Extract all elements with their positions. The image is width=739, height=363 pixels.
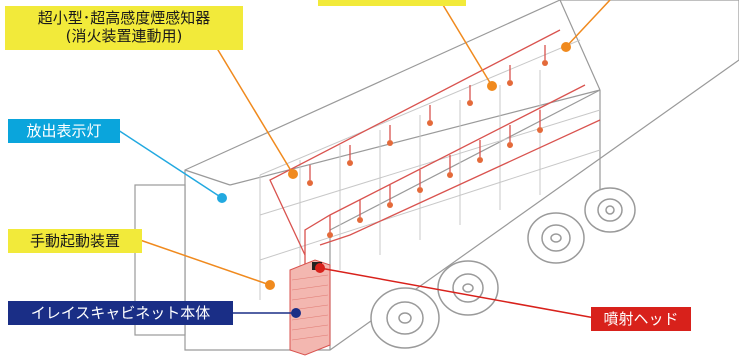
orange-circle-icon <box>487 81 497 91</box>
indicator-leader <box>117 129 223 199</box>
orange-circle-icon <box>561 42 571 52</box>
cyan-circle-icon <box>217 193 227 203</box>
smoke-detector-label: 超小型･超高感度煙感知器 (消火装置連動用) <box>5 6 243 50</box>
smoke-detector-label-line1: 超小型･超高感度煙感知器 <box>37 9 211 27</box>
manual-start-label: 手動起動装置 <box>8 229 142 253</box>
cabinet-unit <box>289 259 331 356</box>
discharge-indicator-label: 放出表示灯 <box>8 119 120 143</box>
cabinet-label: イレイスキャビネット本体 <box>8 301 233 325</box>
detector-leader <box>214 44 294 175</box>
nozzle-heads <box>307 60 548 238</box>
red-circle-icon <box>315 263 325 273</box>
orange-circle-icon <box>288 169 298 179</box>
trailer-body <box>134 0 739 351</box>
nozzle-leader <box>319 267 596 319</box>
nozzle-label: 噴射ヘッド <box>591 307 691 331</box>
manual-leader <box>139 239 271 286</box>
wheels <box>370 187 636 349</box>
pipe-network <box>269 29 601 290</box>
leader-lines <box>117 0 611 319</box>
orange-circle-icon <box>265 280 275 290</box>
detector-leader-3 <box>565 0 611 48</box>
smoke-detector-label-line2: (消火装置連動用) <box>65 27 183 45</box>
navy-circle-icon <box>291 308 301 318</box>
detector-leader-2 <box>439 0 493 87</box>
top-label-fragment <box>318 0 466 6</box>
